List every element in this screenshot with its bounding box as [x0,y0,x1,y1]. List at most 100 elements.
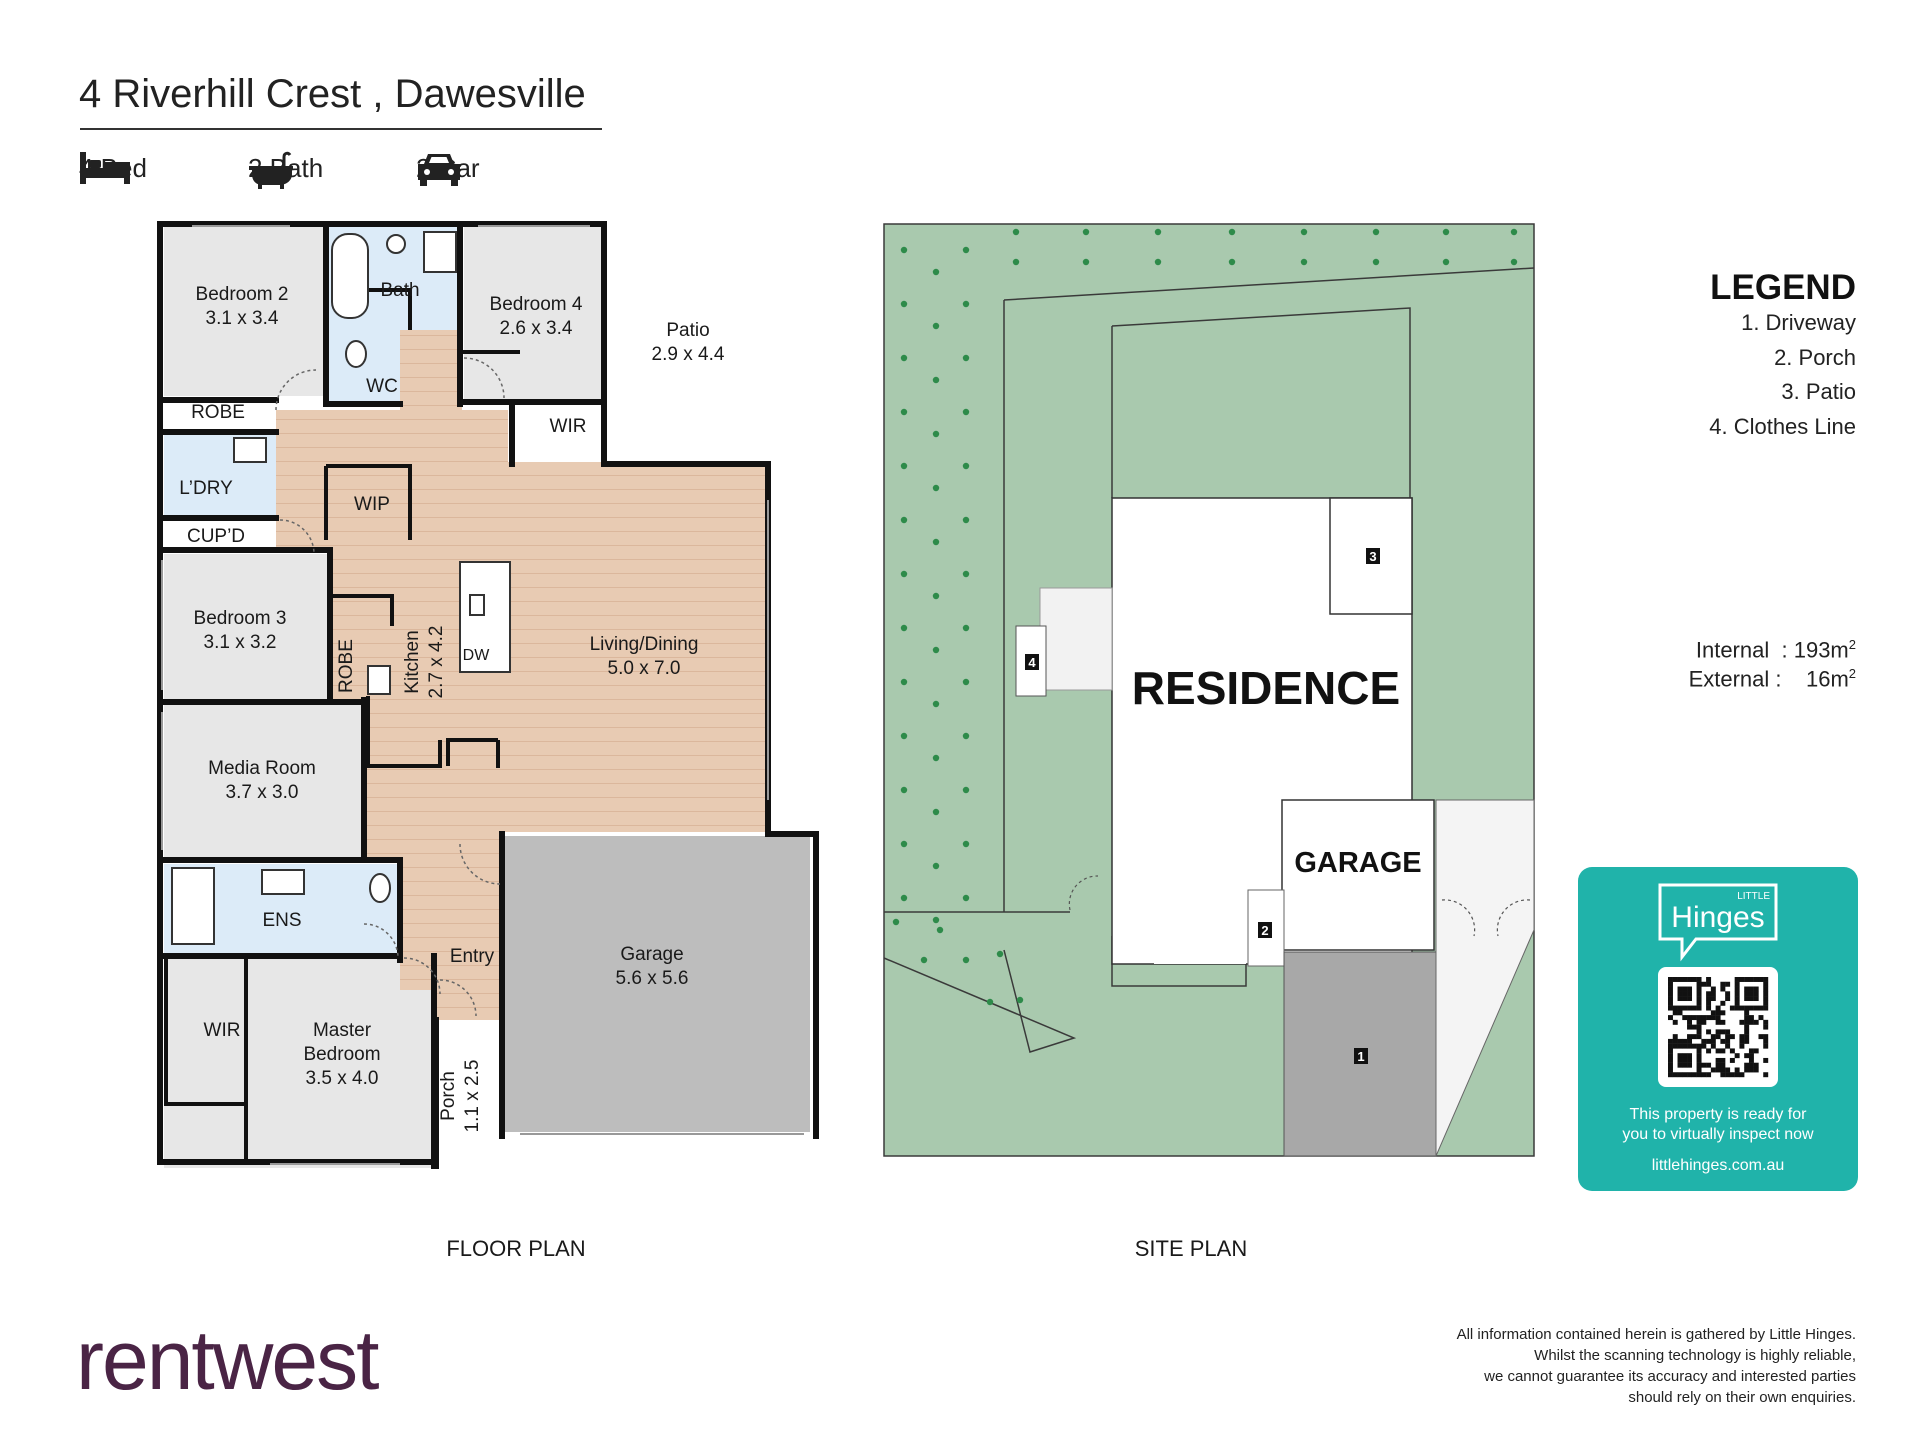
patio-label: Patio [666,320,709,341]
tree-dot [932,484,940,492]
garage-label: Garage [620,944,683,965]
wip-label: WIP [354,494,390,515]
robe-label: ROBE [191,402,245,423]
bedroom-4-size: 2.6 x 3.4 [500,318,573,339]
tree-dot [932,646,940,654]
tree-dot [1300,228,1308,236]
hinges-graphics: LITTLE Hinges [1658,883,1778,1087]
tree-dot [962,840,970,848]
bedroom-3-size: 3.1 x 3.2 [204,632,277,653]
bathtub-icon [331,233,369,319]
tree-dot [900,678,908,686]
tree-dot [932,862,940,870]
tree-dot [962,300,970,308]
message-line: you to virtually inspect now [1622,1126,1814,1143]
tree-dot [962,732,970,740]
tree-dot [932,268,940,276]
tree-dot [962,408,970,416]
tree-dot [1372,228,1380,236]
kitchen-size: 2.7 x 4.2 [426,626,447,699]
cupboard-label: CUP’D [187,526,245,547]
legend-item: 1. Driveway [1741,310,1856,335]
hinges-url-link[interactable]: littlehinges.com.au [1651,1157,1785,1174]
living-dining-size: 5.0 x 7.0 [608,658,681,679]
tree-dot [1154,228,1162,236]
tree-dot [900,408,908,416]
master-bedroom-label-2: Bedroom [303,1044,380,1065]
site-gate-swing-2 [1441,899,1531,937]
qr-code-icon [1668,977,1769,1078]
external-area-value: 16m [1805,666,1849,692]
residence-label: RESIDENCE [1132,662,1400,714]
tree-dots [892,228,1518,1006]
car-spec: 2 Car [416,150,480,186]
sink-icon [469,594,485,616]
logo-small-text: LITTLE [1737,891,1770,902]
tree-dot [900,516,908,524]
tree-dot [900,300,908,308]
site-side-paving [1039,587,1113,691]
wc-label: WC [366,376,398,397]
master-bedroom-label: Master [313,1020,372,1041]
tree-dot [1082,228,1090,236]
tree-dot [900,354,908,362]
tree-dot [1228,228,1236,236]
disclaimer-line: we cannot guarantee its accuracy and int… [1484,1368,1856,1385]
garage-size: 5.6 x 5.6 [616,968,689,989]
tree-dot [932,808,940,816]
master-bedroom-area [164,958,434,1168]
title-underline [80,128,602,130]
legend-item: 3. Patio [1781,379,1856,404]
area-unit-sup: 2 [1848,637,1856,652]
bedroom-2-area [164,226,324,396]
bed-spec: 4 Bed [79,150,147,186]
site-plan: 3 4 2 1 RESIDENCE GARAGE SITE PLAN [883,223,1535,1261]
tree-dot [900,624,908,632]
dishwasher-label: DW [463,647,491,664]
tree-dot [962,516,970,524]
tree-dot [1300,258,1308,266]
patio-size: 2.9 x 4.4 [652,344,725,365]
marker-1: 1 [1357,1049,1364,1064]
message-line: This property is ready for [1629,1106,1807,1123]
kitchen-island [459,561,511,673]
media-room-label: Media Room [208,758,316,779]
disclaimer-line: should rely on their own enquiries. [1628,1389,1856,1406]
tree-dot [1510,258,1518,266]
disclaimer-line: All information contained herein is gath… [1456,1326,1856,1343]
ens-toilet-icon [369,873,391,903]
tree-dot [1154,258,1162,266]
legend-item: 2. Porch [1774,344,1856,370]
little-hinges-card[interactable]: LITTLE Hinges This property is ready for… [1578,867,1858,1191]
tree-dot [986,998,994,1006]
basin-icon [386,234,406,254]
tree-dot [932,916,940,924]
bath-spec: 2 Bath [248,150,323,189]
tree-dot [920,956,928,964]
site-garage [1281,799,1435,951]
tree-dot [962,462,970,470]
ensuite-label: ENS [262,910,301,931]
tree-dot [932,754,940,762]
rentwest-logo: rentwest [76,1313,379,1407]
tree-dot [932,538,940,546]
garage-area [504,836,810,1132]
entry-label: Entry [450,946,495,967]
side-paving [1435,799,1535,1157]
internal-area-label: Internal [1695,637,1770,663]
tree-dot [900,732,908,740]
media-room-size: 3.7 x 3.0 [226,782,299,803]
tree-dot [932,592,940,600]
ens-shower-icon [171,867,215,945]
tree-dot [1372,258,1380,266]
porch-size: 1.1 x 2.5 [462,1060,483,1133]
tree-dot [962,786,970,794]
kitchen-label: Kitchen [402,630,423,693]
bed-icon [80,152,130,184]
floor-plan: Bedroom 2 3.1 x 3.4 Bath Bedroom 4 2.6 x… [157,221,819,1261]
tree-dot [1442,228,1450,236]
bedroom-2-size: 3.1 x 3.4 [206,308,279,329]
site-gate-swing [1068,875,1099,911]
internal-area-value: 193m [1793,637,1849,663]
